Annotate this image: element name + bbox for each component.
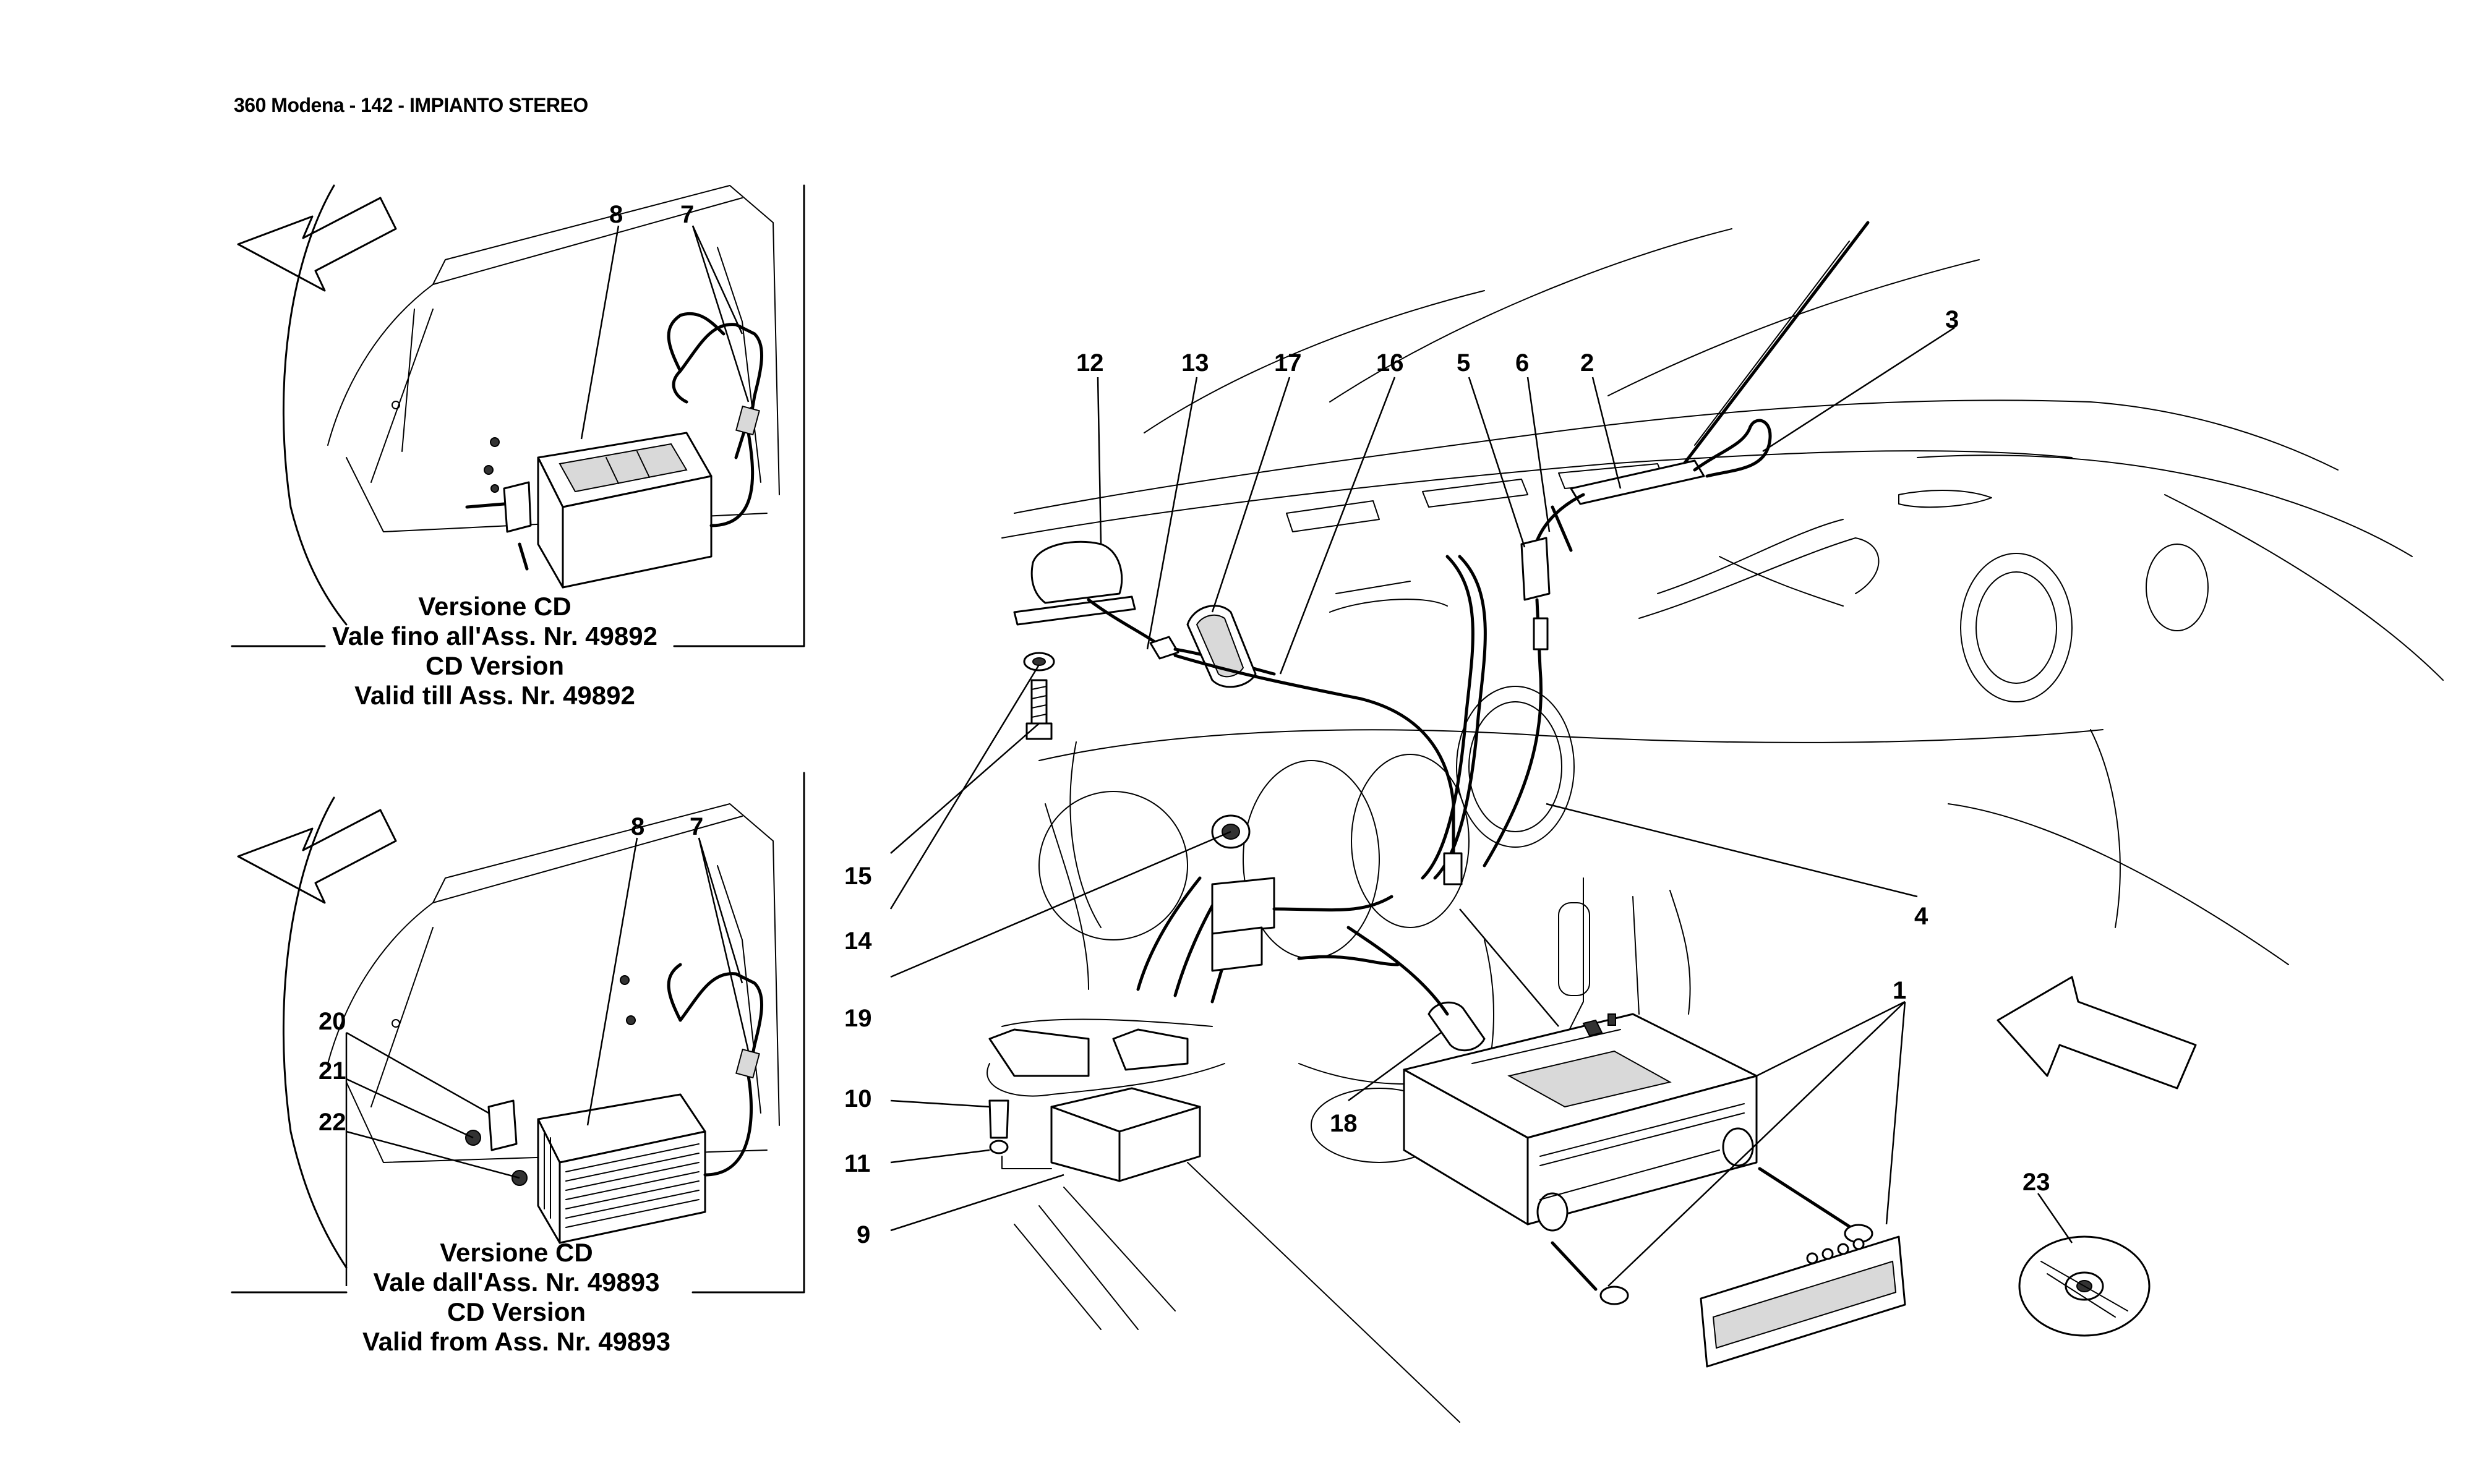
direction-arrow-icon bbox=[1997, 976, 2197, 1090]
callout-8-top: 8 bbox=[609, 201, 623, 228]
callout-15: 15 bbox=[844, 863, 872, 890]
callout-7-top: 7 bbox=[680, 201, 694, 228]
inset-bottom: 8 7 20 21 22 Versione CD Vale dall'Ass. … bbox=[231, 772, 805, 1356]
direction-arrow-icon bbox=[237, 809, 397, 904]
callout-18: 18 bbox=[1330, 1110, 1358, 1137]
callout-11: 11 bbox=[844, 1150, 870, 1177]
page-title: 360 Modena - 142 - IMPIANTO STEREO bbox=[234, 94, 588, 116]
caption-bottom-line-1: Versione CD bbox=[440, 1238, 593, 1267]
callout-21: 21 bbox=[319, 1057, 346, 1085]
callout-16: 16 bbox=[1376, 349, 1404, 377]
callout-1: 1 bbox=[1893, 977, 1906, 1004]
callout-13: 13 bbox=[1181, 349, 1209, 377]
callout-19: 19 bbox=[844, 1005, 872, 1032]
callout-4: 4 bbox=[1914, 903, 1928, 930]
callout-23: 23 bbox=[2022, 1169, 2050, 1196]
caption-top-line-1: Versione CD bbox=[418, 592, 571, 621]
caption-bottom-line-2: Vale dall'Ass. Nr. 49893 bbox=[374, 1268, 660, 1297]
caption-top-line-3: CD Version bbox=[426, 651, 564, 680]
cd-disc-icon bbox=[2018, 1235, 2151, 1337]
callout-9: 9 bbox=[857, 1221, 870, 1248]
callout-7-bottom: 7 bbox=[690, 813, 703, 840]
callout-17: 17 bbox=[1274, 349, 1302, 377]
caption-top-line-2: Vale fino all'Ass. Nr. 49892 bbox=[332, 621, 657, 650]
callout-6: 6 bbox=[1515, 349, 1529, 377]
callout-10: 10 bbox=[844, 1085, 872, 1112]
main-dashboard-drawing: 12 13 17 16 5 6 2 3 15 14 19 4 1 10 11 9… bbox=[844, 223, 2444, 1423]
caption-bottom-line-3: CD Version bbox=[447, 1297, 586, 1326]
callout-22: 22 bbox=[319, 1109, 346, 1136]
inset-top: 8 7 Versione CD Vale fino all'Ass. Nr. 4… bbox=[231, 184, 805, 710]
callout-2: 2 bbox=[1580, 349, 1594, 377]
direction-arrow-icon bbox=[237, 197, 397, 292]
callout-5: 5 bbox=[1457, 349, 1470, 377]
callout-3: 3 bbox=[1945, 306, 1959, 333]
callout-8-bottom: 8 bbox=[631, 813, 644, 840]
callout-20: 20 bbox=[319, 1008, 346, 1035]
caption-top-line-4: Valid till Ass. Nr. 49892 bbox=[354, 681, 635, 710]
callout-14: 14 bbox=[844, 927, 872, 955]
caption-bottom-line-4: Valid from Ass. Nr. 49893 bbox=[362, 1327, 670, 1356]
callout-12: 12 bbox=[1076, 349, 1104, 377]
